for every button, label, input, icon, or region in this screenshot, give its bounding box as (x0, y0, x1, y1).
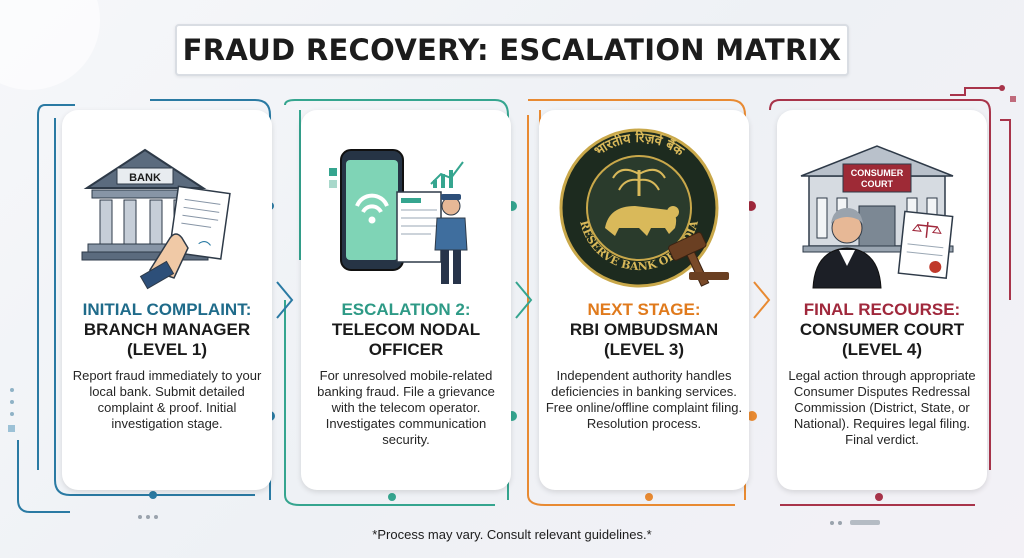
stage-2-heading-line3: OFFICER (368, 340, 444, 359)
rbi-seal-icon: भारतीय रिज़र्व बैंक RESERVE BANK OF INDI… (559, 128, 729, 288)
stage-1-heading-line3: (LEVEL 1) (127, 340, 207, 359)
stage-4-heading-line3: (LEVEL 4) (842, 340, 922, 359)
stage-3-description: Independent authority handles deficienci… (545, 368, 743, 431)
title-banner: FRAUD RECOVERY: ESCALATION MATRIX (175, 24, 849, 76)
stage-1-heading-line1: INITIAL COMPLAINT: (82, 300, 252, 319)
court-label-line1: CONSUMER (851, 168, 904, 178)
stage-3-heading-line1: NEXT STAGE: (587, 300, 701, 319)
phone-officer-icon (329, 149, 468, 284)
stage-2-heading-line2: TELECOM NODAL (331, 320, 481, 339)
stage-3-heading-line2: RBI OMBUDSMAN (569, 320, 719, 339)
stage-card-level-1: BANK INITIAL COMPLAINT: BRANCH MANAGER (… (62, 110, 272, 490)
page-title: FRAUD RECOVERY: ESCALATION MATRIX (182, 33, 842, 67)
stage-card-level-2: ESCALATION 2: TELECOM NODAL OFFICER For … (301, 110, 511, 490)
stage-1-heading-line2: BRANCH MANAGER (83, 320, 251, 339)
stage-4-description: Legal action through appropriate Consume… (788, 368, 976, 447)
bank-label: BANK (129, 172, 161, 184)
stage-2-heading-line1: ESCALATION 2: (341, 300, 471, 319)
stage-2-description: For unresolved mobile-related banking fr… (317, 368, 495, 447)
stage-card-level-4: CONSUMER COURT FINAL RECOURSE: CONSUMER … (777, 110, 987, 490)
stage-4-heading-line2: CONSUMER COURT (799, 320, 965, 339)
stage-card-level-3: भारतीय रिज़र्व बैंक RESERVE BANK OF INDI… (539, 110, 749, 490)
stage-1-description: Report fraud immediately to your local b… (72, 368, 262, 431)
stage-3-heading-line3: (LEVEL 3) (604, 340, 684, 359)
court-label-line2: COURT (861, 179, 893, 189)
court-judge-icon: CONSUMER COURT (800, 145, 954, 289)
footnote: *Process may vary. Consult relevant guid… (372, 527, 652, 542)
stage-4-heading-line1: FINAL RECOURSE: (803, 300, 961, 319)
bank-icon: BANK (81, 148, 231, 290)
